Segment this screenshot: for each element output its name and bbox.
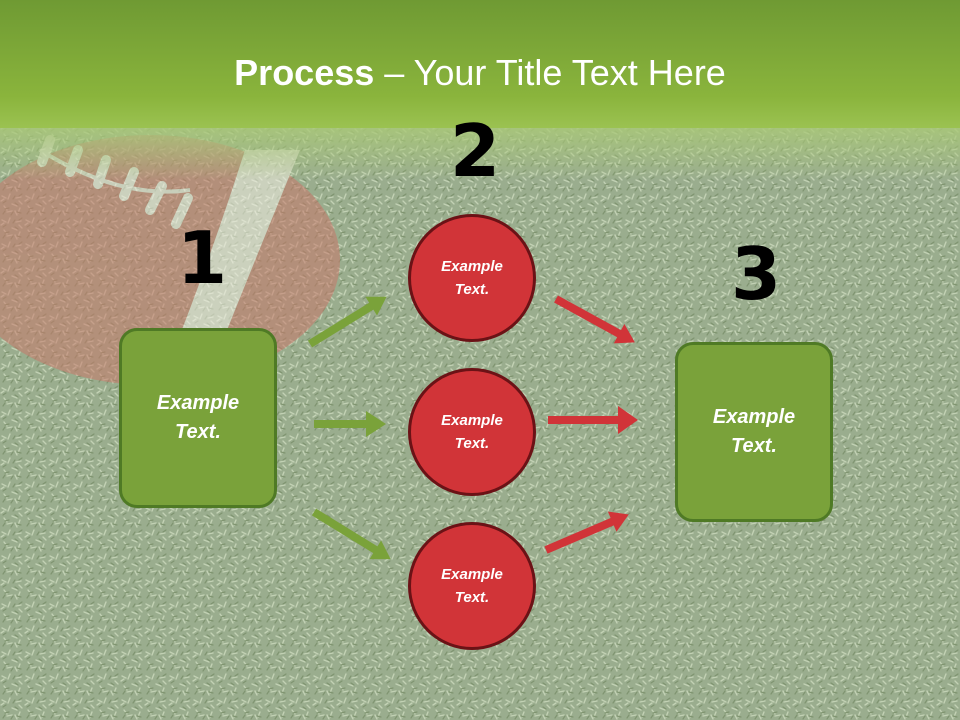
step-3-box[interactable]: Example Text. (675, 342, 833, 522)
arrow-left-to-top (307, 296, 387, 348)
arrow-left-to-bottom (311, 508, 391, 560)
circle-bottom-text: Example Text. (441, 566, 503, 606)
step-1-box[interactable]: Example Text. (119, 328, 277, 508)
green-arrows (307, 296, 391, 560)
arrow-top-to-right (554, 295, 635, 344)
circle-middle-text: Example Text. (441, 412, 503, 452)
step-2-circle-middle[interactable]: Example Text. (408, 368, 536, 496)
title-rest: – Your Title Text Here (374, 52, 726, 93)
step-3-text: Example Text. (712, 406, 796, 457)
title-bold: Process (234, 52, 375, 93)
arrow-left-to-middle (314, 411, 386, 437)
arrow-bottom-to-right (544, 511, 629, 554)
step-number-1: 1 (177, 216, 228, 300)
circle-top-text: Example Text. (441, 258, 503, 298)
step-1-text: Example Text. (156, 392, 240, 443)
step-number-2: 2 (450, 109, 501, 193)
arrow-middle-to-right (548, 406, 638, 434)
slide-title: Process – Your Title Text Here (0, 52, 960, 94)
step-2-circle-top[interactable]: Example Text. (408, 214, 536, 342)
red-arrows (544, 295, 638, 554)
football-image (0, 135, 340, 385)
step-number-3: 3 (731, 232, 782, 316)
step-2-circle-bottom[interactable]: Example Text. (408, 522, 536, 650)
